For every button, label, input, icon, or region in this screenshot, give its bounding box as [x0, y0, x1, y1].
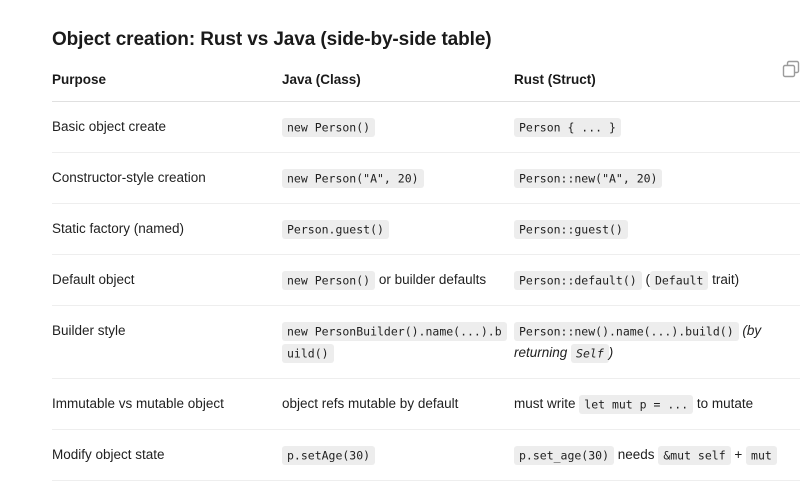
- column-header-purpose: Purpose: [52, 71, 282, 102]
- cell-text: (by returning: [514, 323, 762, 360]
- cell-text: trait): [708, 272, 740, 287]
- cell-purpose: Constructor-style creation: [52, 152, 282, 204]
- cell-java: p.setAge(30): [282, 429, 514, 481]
- code-chip: p.setAge(30): [282, 445, 376, 465]
- page-title: Object creation: Rust vs Java (side-by-s…: [52, 29, 492, 50]
- cell-text: ): [608, 345, 614, 360]
- cell-purpose: Static factory (named): [52, 203, 282, 255]
- code-chip: &mut self: [658, 445, 731, 465]
- column-header-rust: Rust (Struct): [514, 71, 800, 102]
- copy-icon[interactable]: [780, 58, 800, 80]
- cell-rust: Person::default() (Default trait): [514, 254, 800, 306]
- code-chip: Person::guest(): [514, 219, 628, 239]
- cell-rust: Person::new("A", 20): [514, 152, 800, 204]
- code-chip: Person.guest(): [282, 219, 389, 239]
- cell-java: Person.guest(): [282, 203, 514, 255]
- cell-rust: Person::new().name(...).build() (by retu…: [514, 305, 800, 379]
- cell-purpose: Immutable vs mutable object: [52, 378, 282, 430]
- code-chip: let mut p = ...: [579, 394, 694, 414]
- code-chip: mut: [746, 445, 777, 465]
- code-chip: new Person(): [282, 270, 376, 290]
- table-row: Static factory (named)Person.guest() Pers…: [52, 203, 800, 255]
- comparison-table: Purpose Java (Class) Rust (Struct) Basic…: [52, 71, 800, 481]
- table-header-row: Purpose Java (Class) Rust (Struct): [52, 71, 800, 102]
- cell-text: must write: [514, 396, 580, 411]
- cell-rust: must write let mut p = ... to mutate: [514, 378, 800, 430]
- code-chip: p.set_age(30): [514, 445, 615, 465]
- cell-purpose: Basic object create: [52, 101, 282, 153]
- cell-java: new PersonBuilder().name(...).build(): [282, 305, 514, 379]
- cell-text: or builder defaults: [375, 272, 487, 287]
- cell-purpose: Modify object state: [52, 429, 282, 481]
- cell-rust: p.set_age(30) needs &mut self + mut: [514, 429, 800, 481]
- cell-purpose: Builder style: [52, 305, 282, 379]
- cell-rust: Person::guest(): [514, 203, 800, 255]
- code-chip: Person::default(): [514, 270, 642, 290]
- code-chip: new PersonBuilder().name(...).build(): [282, 321, 507, 363]
- code-chip: new Person(): [282, 117, 376, 137]
- cell-java: new Person() or builder defaults: [282, 254, 514, 306]
- cell-text: needs: [614, 447, 659, 462]
- cell-purpose: Default object: [52, 254, 282, 306]
- cell-text: (: [641, 272, 650, 287]
- code-chip: Self: [571, 343, 609, 363]
- cell-rust: Person { ... }: [514, 101, 800, 153]
- cell-java: new Person(): [282, 101, 514, 153]
- code-chip: Person::new().name(...).build(): [514, 321, 739, 341]
- code-chip: Person::new("A", 20): [514, 168, 663, 188]
- cell-java: object refs mutable by default: [282, 378, 514, 430]
- cell-text: object refs mutable by default: [282, 396, 459, 411]
- cell-text: to mutate: [693, 396, 754, 411]
- code-chip: Person { ... }: [514, 117, 621, 137]
- cell-java: new Person("A", 20): [282, 152, 514, 204]
- column-header-java: Java (Class): [282, 71, 514, 102]
- cell-text: +: [730, 447, 747, 462]
- code-chip: Default: [649, 270, 709, 290]
- code-chip: new Person("A", 20): [282, 168, 424, 188]
